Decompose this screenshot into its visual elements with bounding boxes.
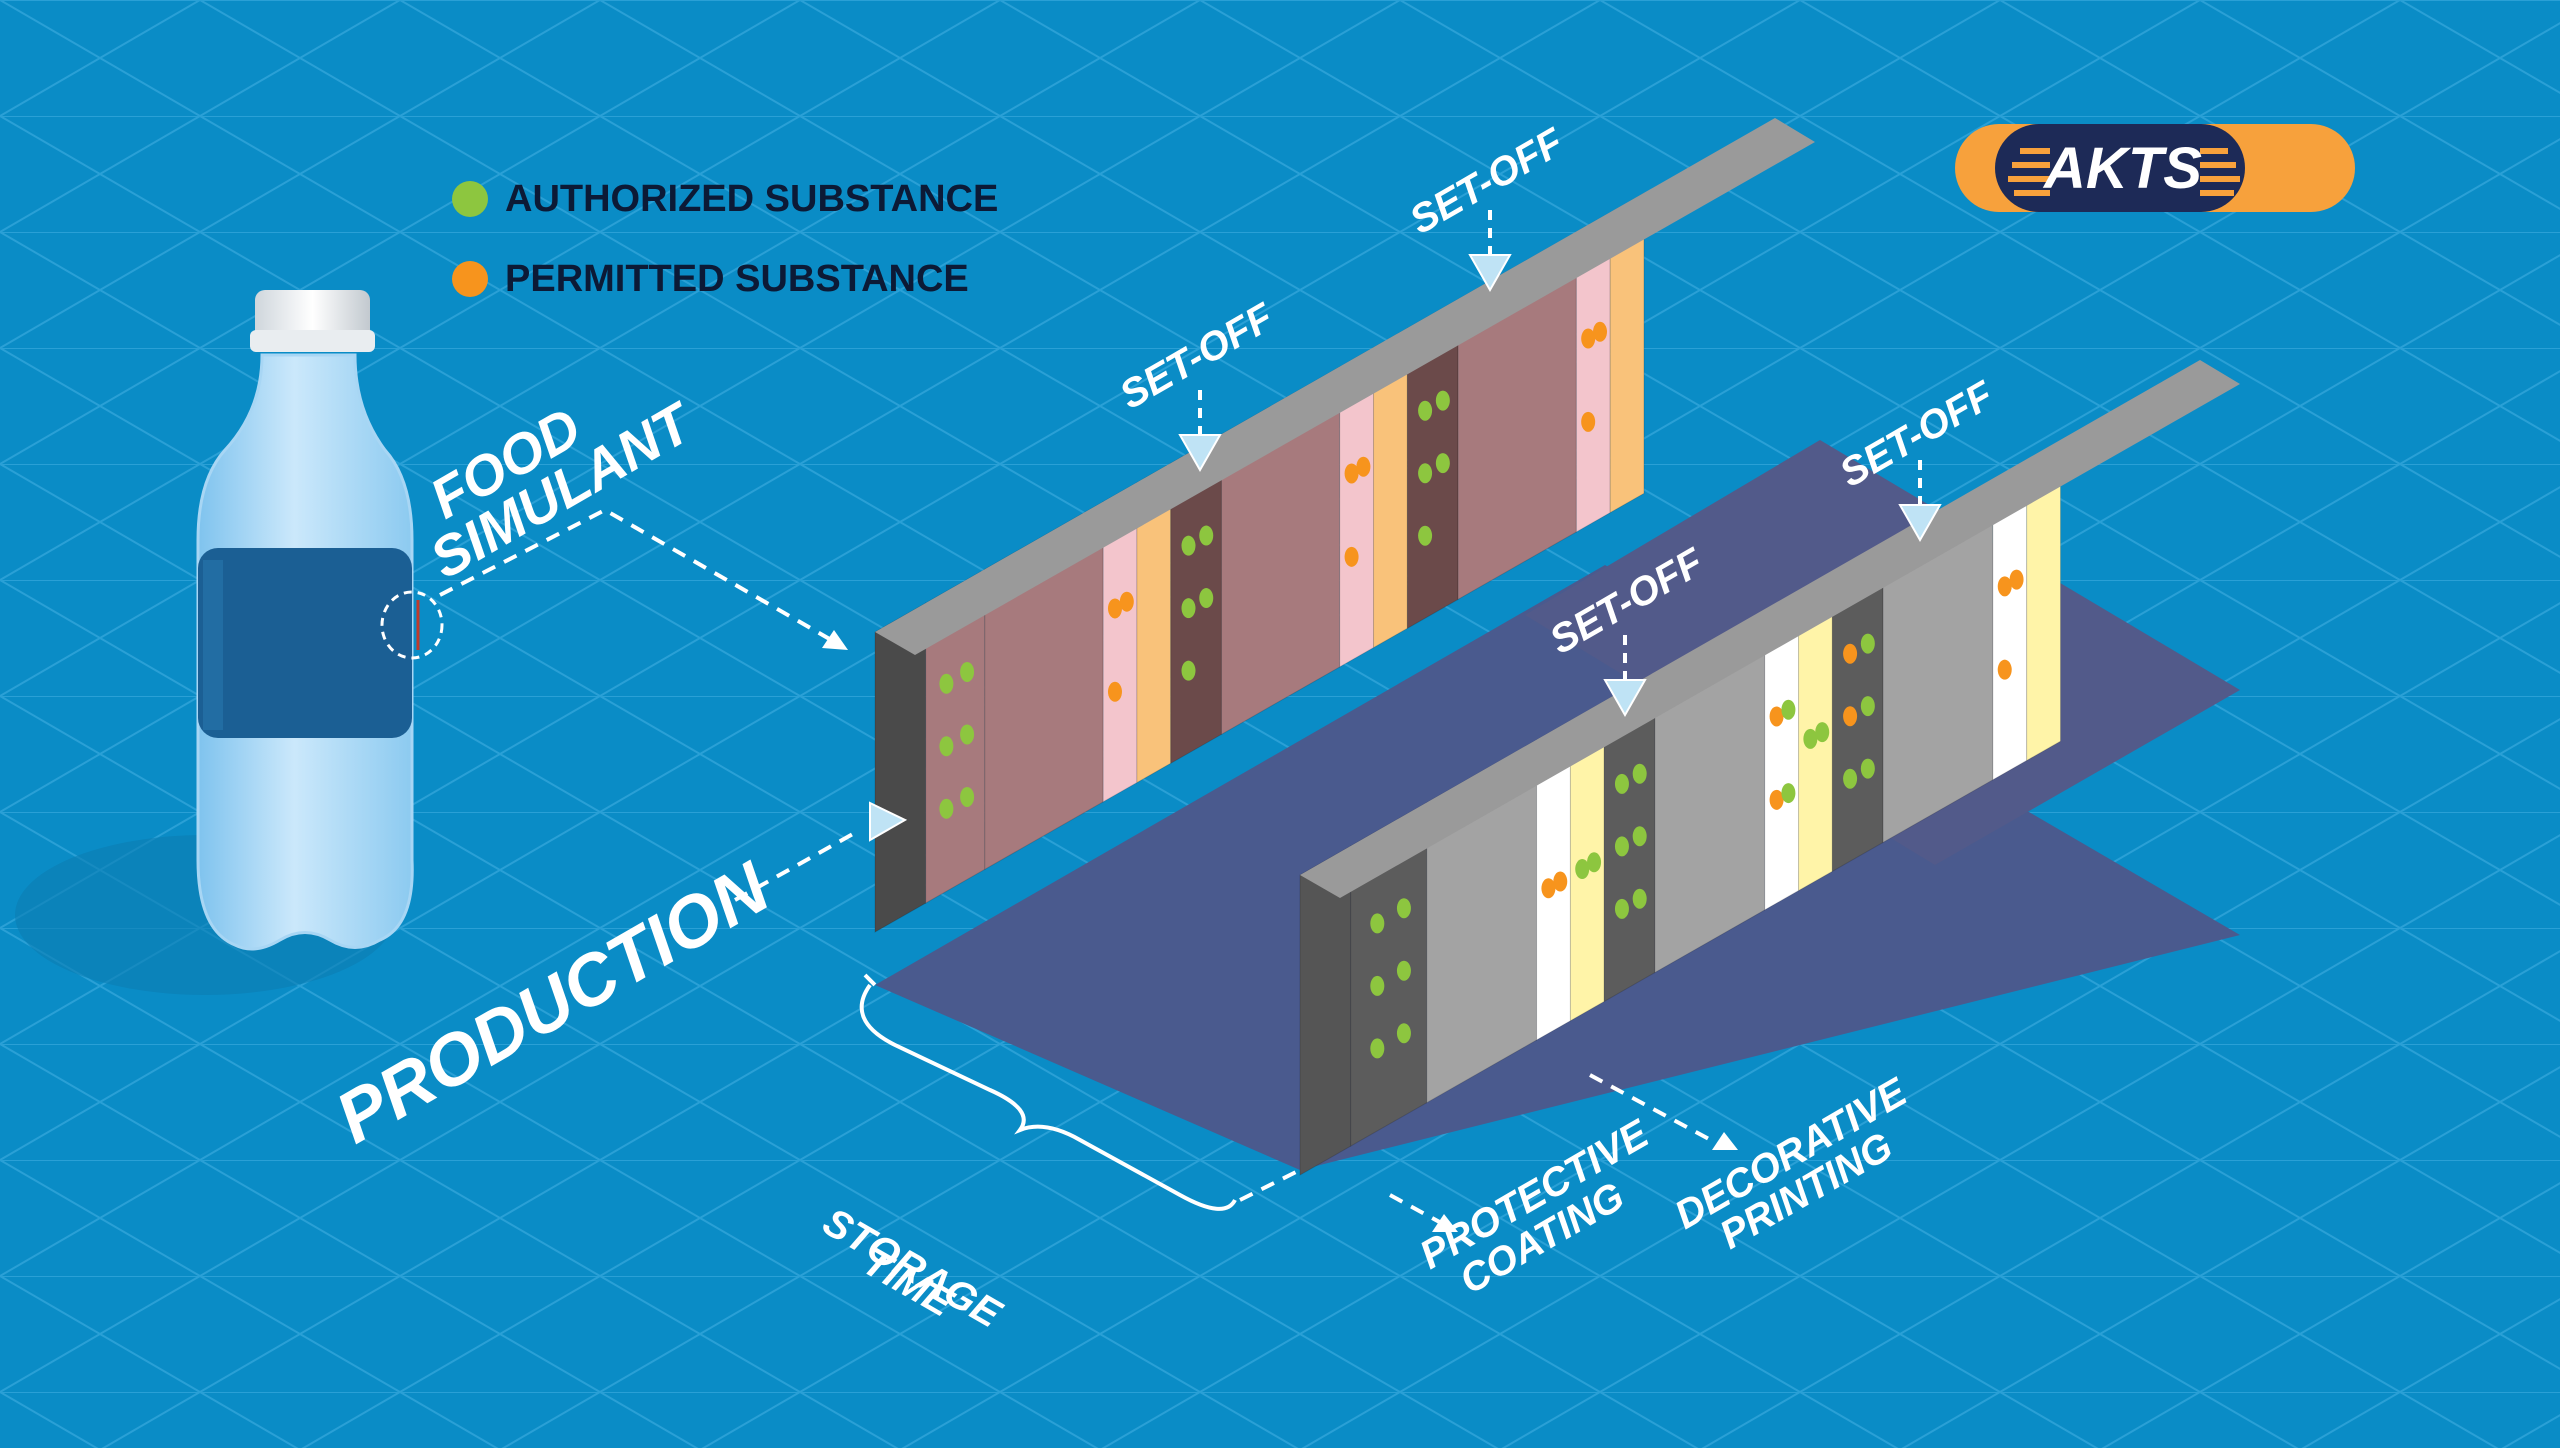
cone-marker-icon xyxy=(1468,254,1512,293)
roll-front-substance-dot xyxy=(1803,728,1818,749)
roll-front-substance-dot xyxy=(1370,975,1385,996)
roll-back-substance-dot xyxy=(1344,546,1359,567)
roll-front-substance-dot xyxy=(1396,898,1411,919)
roll-front-substance-dot xyxy=(1553,871,1568,892)
roll-front-substance-dot xyxy=(1614,836,1629,857)
roll-back-substance-dot xyxy=(1435,453,1450,474)
printing-connector xyxy=(1589,1073,1721,1147)
roll-front-substance-dot xyxy=(1769,706,1784,727)
akts-logo: AKTS xyxy=(1955,124,2355,212)
roll-front-substance-dot xyxy=(1815,722,1830,743)
roll-front-substance-dot xyxy=(1860,633,1875,654)
roll-back-substance-dot xyxy=(1581,328,1596,349)
roll-back-substance-dot xyxy=(960,724,975,745)
roll-front-substance-dot xyxy=(1860,758,1875,779)
multilayer-diagram xyxy=(869,118,2240,1176)
food-simulant-connector xyxy=(439,507,841,647)
roll-back-substance-dot xyxy=(1181,535,1196,556)
roll-front-substance-dot xyxy=(1614,773,1629,794)
authorized-dot-icon xyxy=(452,181,488,217)
roll-back-substance-dot xyxy=(1581,411,1596,432)
roll-front-substance-dot xyxy=(1541,878,1556,899)
roll-back-substance-dot xyxy=(939,798,954,819)
roll-front-substance-dot xyxy=(2009,569,2024,590)
logo-text: AKTS xyxy=(2042,136,2202,201)
roll-back-top-strip xyxy=(875,118,1815,655)
roll-front-substance-dot xyxy=(1781,783,1796,804)
arrowheads xyxy=(822,630,1738,1232)
cone-marker-icon xyxy=(869,801,908,842)
roll-back-substance-dot xyxy=(1356,456,1371,477)
roll-back-substance-dot xyxy=(1199,588,1214,609)
cone-marker-icon xyxy=(1898,504,1942,543)
roll-front-substance-dot xyxy=(1587,852,1602,873)
plastic-bottle-icon xyxy=(15,290,444,995)
roll-front-substance-dot xyxy=(1843,768,1858,789)
legend: AUTHORIZED SUBSTANCE PERMITTED SUBSTANCE xyxy=(452,178,998,300)
roll-front-substance-dot xyxy=(1997,659,2012,680)
roll-back-substance-dot xyxy=(1418,525,1433,546)
legend-permitted: PERMITTED SUBSTANCE xyxy=(505,258,969,300)
roll-front-substance-dot xyxy=(1575,859,1590,880)
roll-back-substance-dot xyxy=(1107,681,1122,702)
roll-back-substance-dot xyxy=(1107,598,1122,619)
roll-front-substance-dot xyxy=(1370,1038,1385,1059)
roll-front-substance-dot xyxy=(1632,826,1647,847)
roll-back-substance-dot xyxy=(960,786,975,807)
roll-front-substance-dot xyxy=(1997,576,2012,597)
roll-front-top-strip xyxy=(1300,360,2240,898)
roll-back-substance-dot xyxy=(1119,591,1134,612)
roll-front-substance-dot xyxy=(1843,706,1858,727)
permitted-dot-icon xyxy=(452,261,488,297)
roll-front-substance-dot xyxy=(1781,699,1796,720)
roll-front-substance-dot xyxy=(1860,696,1875,717)
roll-front-substance-dot xyxy=(1614,898,1629,919)
roll-front-substance-dot xyxy=(1632,763,1647,784)
roll-back-substance-dot xyxy=(960,661,975,682)
roll-front-substance-dot xyxy=(1396,960,1411,981)
roll-front-substance-dot xyxy=(1632,888,1647,909)
roll-back-substance-dot xyxy=(939,736,954,757)
roll-front-substance-dot xyxy=(1370,913,1385,934)
roll-back-substance-dot xyxy=(1418,400,1433,421)
roll-back-substance-dot xyxy=(1199,525,1214,546)
coating-connector xyxy=(1389,1193,1446,1227)
roll-front-substance-dot xyxy=(1769,789,1784,810)
connector-lines xyxy=(439,507,1721,1227)
roll-back-substance-dot xyxy=(1435,390,1450,411)
storage-brace xyxy=(859,983,1237,1211)
roll-back-substance-dot xyxy=(1593,321,1608,342)
storage-connector xyxy=(863,973,1301,1202)
roll-front-substance-dot xyxy=(1843,643,1858,664)
roll-back-substance-dot xyxy=(939,673,954,694)
roll-front-substance-dot xyxy=(1396,1023,1411,1044)
cone-marker-icon xyxy=(1603,679,1647,718)
roll-back-substance-dot xyxy=(1418,463,1433,484)
roll-back-substance-dot xyxy=(1181,598,1196,619)
legend-authorized: AUTHORIZED SUBSTANCE xyxy=(505,178,998,220)
cone-marker-icon xyxy=(1178,434,1222,473)
roll-back-substance-dot xyxy=(1181,660,1196,681)
roll-back-substance-dot xyxy=(1344,463,1359,484)
